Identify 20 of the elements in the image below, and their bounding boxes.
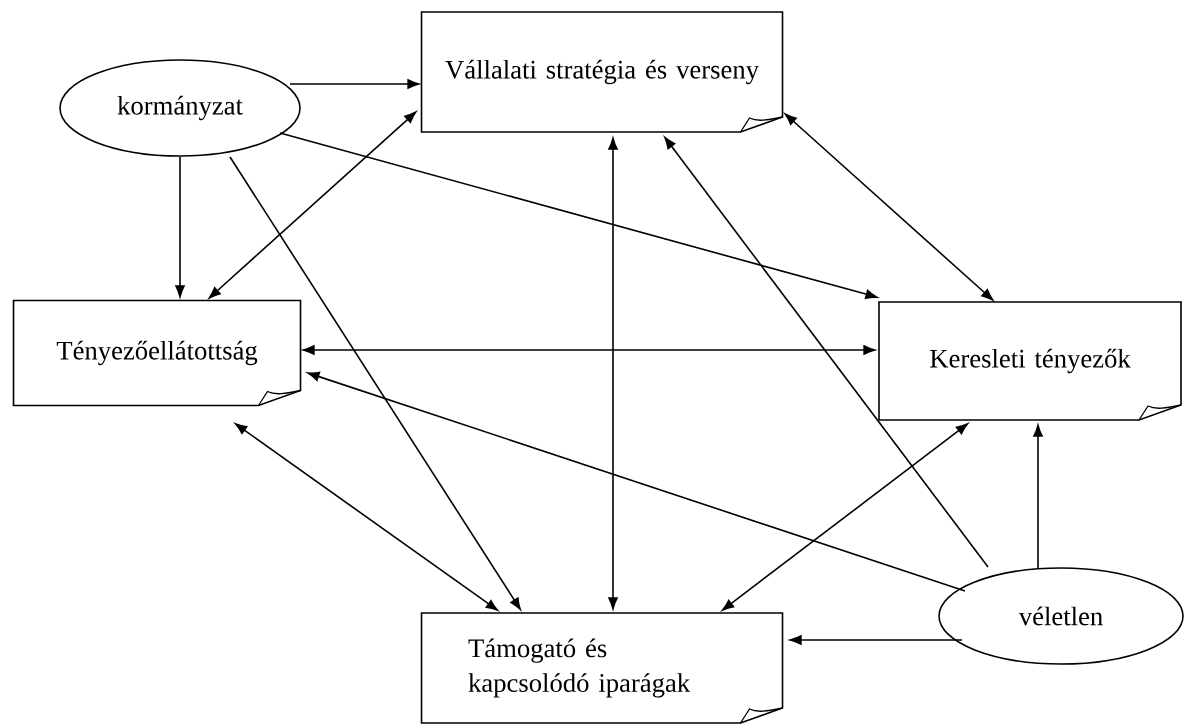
oval-node: véletlen — [938, 567, 1184, 665]
arrow — [235, 423, 499, 611]
note-box: Tényezőellátottság — [12, 299, 302, 407]
oval-node: kormányzat — [59, 59, 301, 157]
arrow — [664, 136, 989, 568]
arrow — [208, 111, 417, 299]
arrow — [302, 345, 876, 355]
arrow — [175, 156, 185, 298]
arrow — [229, 156, 521, 610]
arrow — [721, 423, 969, 611]
arrow — [289, 79, 420, 89]
arrow — [608, 137, 618, 610]
arrow — [307, 371, 966, 592]
arrow — [1033, 424, 1043, 569]
note-box: Támogató és kapcsolódó iparágak — [420, 612, 784, 724]
arrow — [789, 635, 963, 645]
arrow — [279, 132, 878, 299]
arrow — [784, 113, 994, 301]
note-box: Vállalati stratégia és verseny — [420, 11, 784, 133]
note-box: Keresleti tényezők — [878, 301, 1182, 421]
